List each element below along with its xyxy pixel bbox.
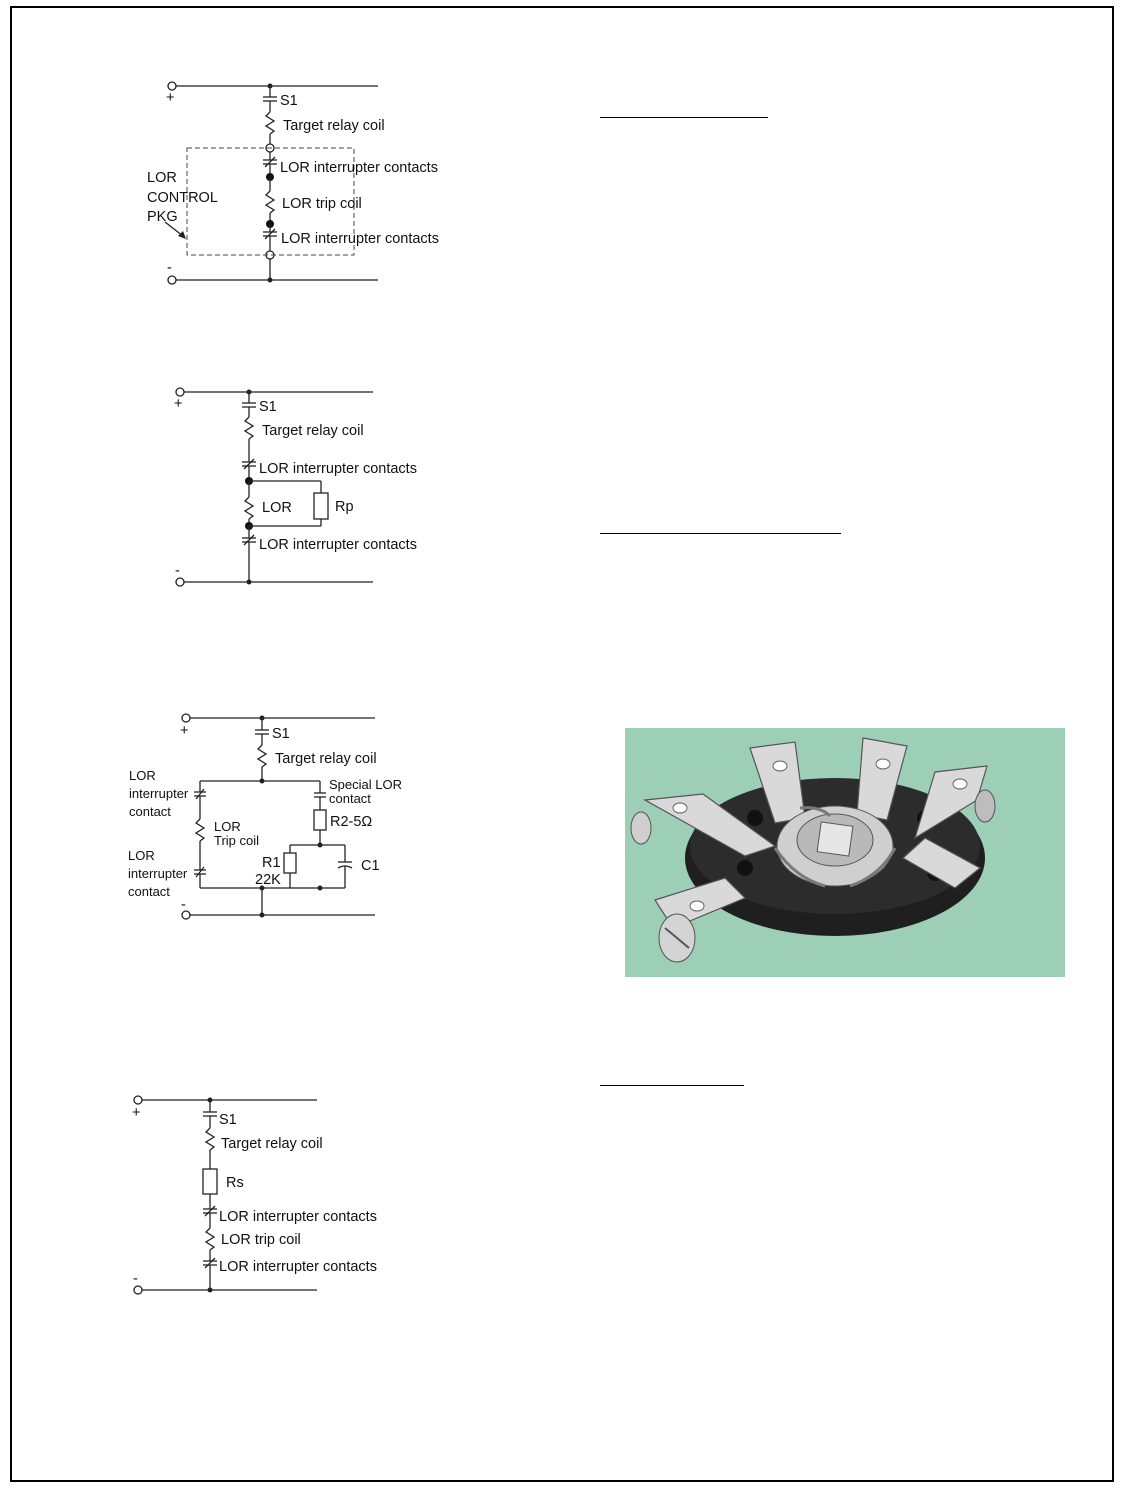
heading-rule-3	[600, 1085, 744, 1086]
heading-rule-1	[600, 117, 768, 118]
page-border	[10, 6, 1114, 1482]
lockout-relay-contact-assembly-photo	[625, 728, 1065, 977]
heading-rule-2	[600, 533, 841, 534]
